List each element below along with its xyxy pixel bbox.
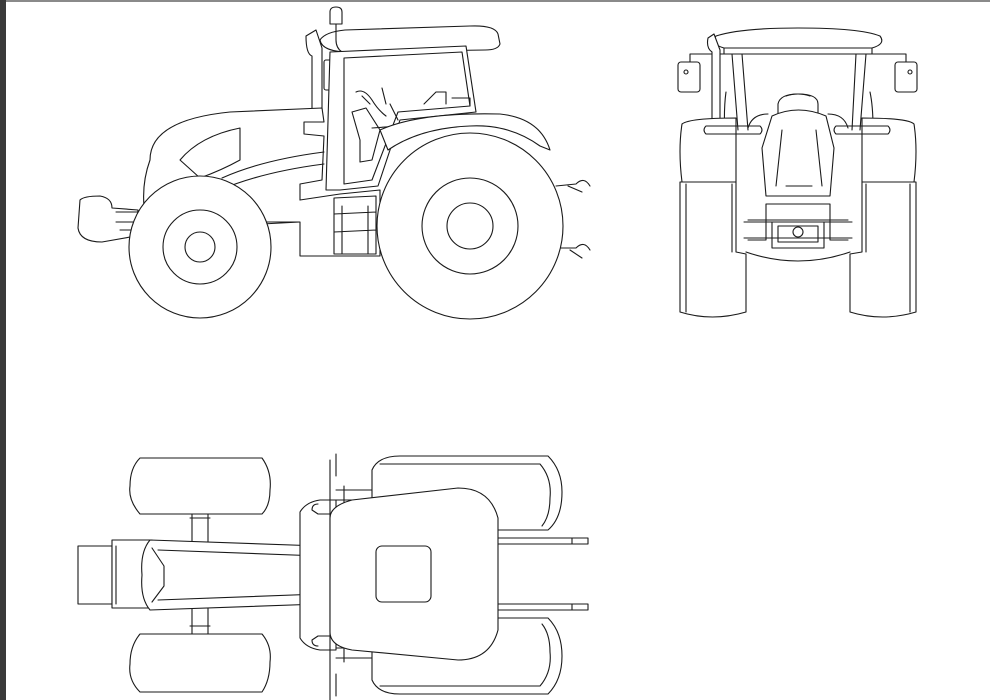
rear-grab-bar-right (833, 125, 891, 135)
top-front-wheel-lower (129, 633, 271, 693)
rear-grab-bar-left (703, 125, 763, 135)
side-steering-wheel (355, 87, 399, 121)
top-hitch-lower (497, 603, 589, 611)
side-beacon-light (329, 6, 343, 25)
side-rear-hitch-upper (555, 179, 591, 193)
rear-drawbar-plate (765, 203, 831, 221)
canvas-left-border (0, 0, 6, 700)
rear-lower-axle (745, 251, 851, 262)
side-rear-wheel (376, 132, 564, 320)
side-chassis (261, 189, 381, 257)
top-mirror-upper (311, 503, 331, 515)
canvas-top-border (0, 0, 990, 2)
rear-cab-roof (713, 27, 883, 49)
side-step-ladder (333, 195, 377, 255)
rear-fender-left (679, 117, 737, 183)
side-front-weight (77, 195, 139, 243)
side-cab-window (343, 51, 471, 185)
side-hood-panel (179, 127, 241, 179)
tractor-rear-view (677, 27, 918, 318)
rear-central-body (761, 109, 835, 197)
side-front-hub (184, 231, 216, 263)
top-front-weight (77, 545, 113, 605)
rear-wheel-left (679, 181, 747, 318)
side-cab-frame (325, 45, 477, 191)
top-front-axle-lower (191, 605, 209, 635)
side-rear-fender (379, 113, 551, 151)
top-mirror-lower (311, 635, 331, 647)
top-engine-hood (141, 539, 321, 611)
rear-cab-frame (731, 53, 867, 131)
side-front-wheel (128, 175, 272, 319)
rear-pto-shaft (792, 226, 804, 238)
top-roof-hatch (375, 545, 432, 603)
rear-mirror-left-glass (677, 61, 701, 93)
rear-wheel-right (849, 181, 917, 318)
rear-mirror-right-glass (894, 61, 918, 93)
side-exhaust-pipe (305, 29, 323, 121)
tractor-top-view (77, 453, 589, 700)
side-rear-hitch-lower (555, 243, 591, 259)
top-front-wheel-upper (129, 457, 271, 515)
top-hitch-upper (497, 537, 589, 545)
side-rear-hub (446, 202, 494, 250)
top-rear-body (299, 499, 337, 651)
tractor-side-view (77, 6, 591, 320)
